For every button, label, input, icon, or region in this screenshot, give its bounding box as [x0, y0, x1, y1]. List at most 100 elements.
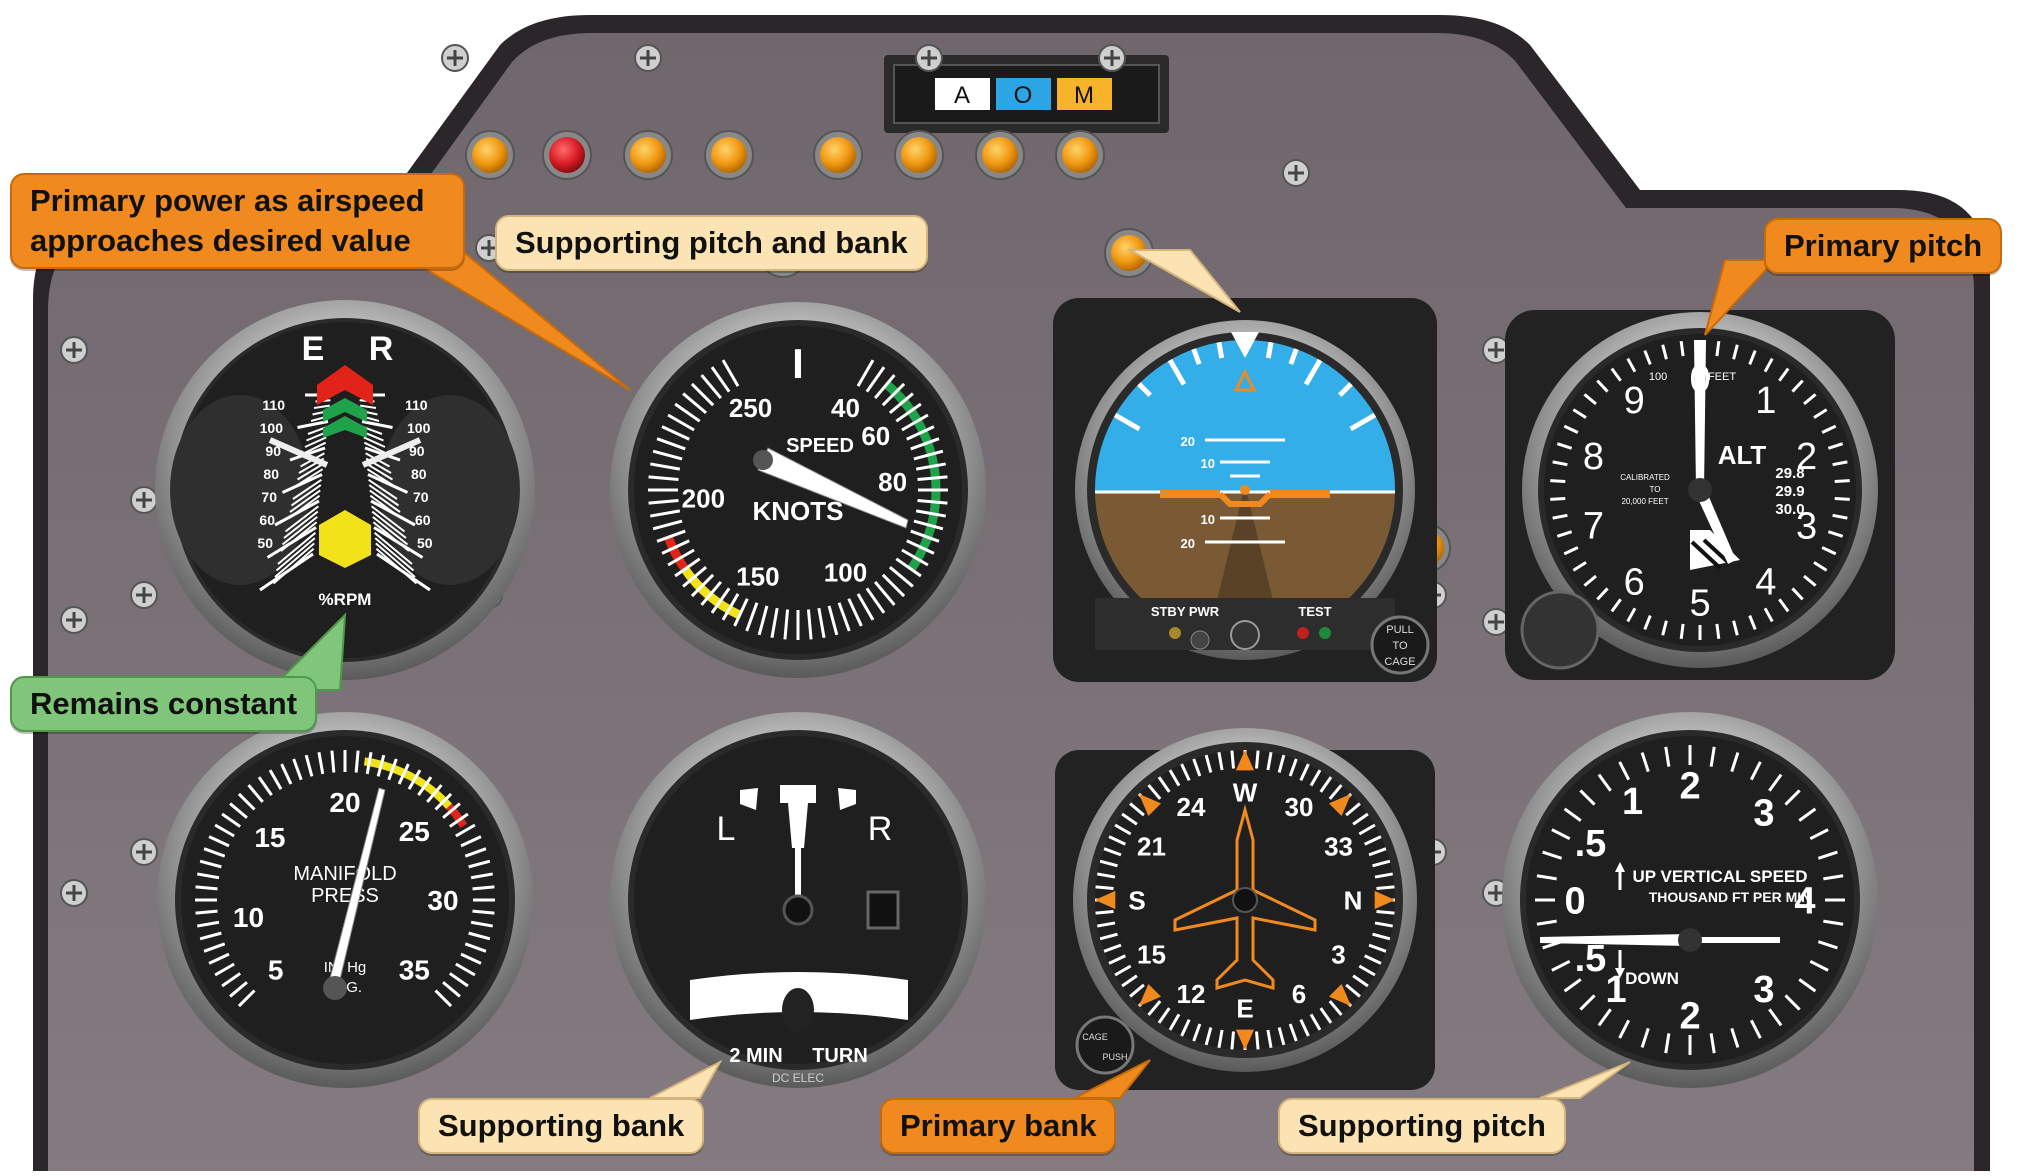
vsi-up-label: UP VERTICAL SPEED — [1632, 867, 1807, 886]
alt-max: 20,000 FEET — [1621, 497, 1668, 506]
asi-tick — [652, 449, 683, 461]
hdg-tick — [1363, 835, 1382, 846]
alt-digit: 6 — [1624, 561, 1645, 603]
vsi-mark: 3 — [1753, 969, 1774, 1011]
tc-right: R — [868, 810, 893, 848]
asi-tick — [873, 374, 896, 400]
tach-unit: %RPM — [319, 590, 372, 609]
hdg-cage: CAGE — [1082, 1032, 1108, 1042]
ai-test: TEST — [1298, 604, 1331, 619]
alt-tick — [1643, 349, 1652, 366]
vsi-mark: 1 — [1622, 781, 1643, 823]
alt-tick — [1813, 561, 1828, 572]
tach-scale-label: 70 — [413, 489, 429, 505]
alt-tick — [1556, 442, 1573, 450]
alt-tick — [1596, 379, 1609, 393]
tach-tick — [368, 484, 400, 507]
asi-tick — [661, 539, 690, 555]
alt-digit: 2 — [1796, 436, 1817, 478]
asi-tick — [873, 580, 896, 606]
hdg-label: W — [1233, 777, 1258, 807]
ai-bank-tick — [1216, 341, 1225, 359]
annunciator-o: O — [1014, 82, 1033, 109]
asi-tick — [648, 498, 679, 505]
asi-tick — [674, 402, 701, 423]
asi-tick — [656, 529, 686, 543]
tach-tick — [281, 473, 323, 494]
vsi-mark: .5 — [1575, 823, 1607, 865]
warning-lamp-amber — [472, 137, 508, 173]
mp-tick — [460, 952, 482, 965]
mp-mark: 35 — [399, 954, 430, 985]
asi-tick — [682, 392, 708, 415]
ai-bank-tick — [1113, 412, 1141, 432]
alt-tick — [1596, 587, 1609, 601]
alt-tick — [1732, 620, 1739, 636]
hdg-tick — [1376, 910, 1395, 915]
vsi-mark: 4 — [1794, 881, 1815, 923]
tach-scale-label: 50 — [257, 535, 273, 551]
tach-scale-label: 60 — [415, 512, 431, 528]
asi-mark: 250 — [729, 393, 772, 423]
hdg-tick — [1192, 758, 1202, 777]
hdg-tick — [1129, 983, 1145, 998]
mp-tick — [455, 823, 476, 838]
hdg-orange-marker — [1095, 890, 1116, 910]
ai-cage: CAGE — [1384, 656, 1415, 668]
hdg-tick — [1352, 812, 1369, 826]
mp-tick — [455, 962, 476, 977]
mp-tick — [292, 758, 303, 781]
hdg-tick — [1168, 769, 1181, 787]
hdg-label: N — [1344, 885, 1363, 915]
mp-tick — [354, 750, 360, 773]
hdg-tick — [1217, 1029, 1224, 1048]
alt-tick — [1791, 587, 1804, 601]
ai-pitch-10-down: 10 — [1201, 512, 1215, 527]
tach-tick — [360, 404, 377, 409]
screw — [130, 581, 158, 609]
hdg-label: 6 — [1292, 979, 1306, 1009]
ai-bank-tick — [1288, 348, 1299, 365]
hdg-tick — [1277, 754, 1286, 773]
vsi-tick — [1536, 919, 1557, 926]
vsi-sub-label: THOUSAND FT PER MIN — [1649, 889, 1812, 905]
hdg-tick — [1192, 1023, 1202, 1042]
hdg-tick — [1266, 752, 1273, 771]
alt-tick — [1572, 408, 1587, 419]
alt-label: ALT — [1718, 440, 1767, 470]
callout-primary-pitch: Primary pitch — [1764, 218, 2003, 274]
hdg-tick — [1103, 847, 1122, 857]
mp-tick — [247, 784, 264, 803]
alt-tick — [1715, 340, 1721, 357]
vsi-tick — [1640, 752, 1650, 773]
hdg-tick — [1288, 1023, 1298, 1042]
mp-tick — [203, 847, 226, 858]
alt-to: TO — [1650, 485, 1661, 494]
asi-green-arc — [883, 380, 941, 572]
vsi-tick — [1579, 789, 1596, 806]
warning-lamp-amber — [1062, 137, 1098, 173]
asi-tick — [682, 565, 708, 588]
alt-kollsman-3: 30.0 — [1775, 501, 1804, 518]
mp-yellow-arc — [363, 757, 453, 810]
hdg-orange-marker — [1328, 793, 1352, 817]
tach-scale-label: 80 — [411, 466, 427, 482]
hdg-orange-marker — [1374, 890, 1395, 910]
alt-tick — [1556, 530, 1573, 538]
vsi-tick — [1749, 1019, 1762, 1039]
tach-tick — [283, 510, 319, 539]
screw — [915, 44, 943, 72]
mp-tick — [472, 909, 495, 915]
callout-supporting-bank: Supporting bank — [418, 1098, 705, 1154]
alt-tick — [1583, 393, 1597, 406]
tach-tick — [367, 473, 409, 494]
vsi-mark: .5 — [1575, 938, 1607, 980]
hdg-tick — [1319, 776, 1333, 793]
callout-supporting-pitch-bank: Supporting pitch and bank — [495, 215, 928, 271]
vsi-tick — [1551, 959, 1571, 972]
vsi-down-label: DOWN — [1625, 969, 1679, 988]
hdg-tick — [1099, 859, 1118, 868]
tach-scale-label: 80 — [263, 466, 279, 482]
tach-scale-label: 110 — [262, 397, 285, 413]
